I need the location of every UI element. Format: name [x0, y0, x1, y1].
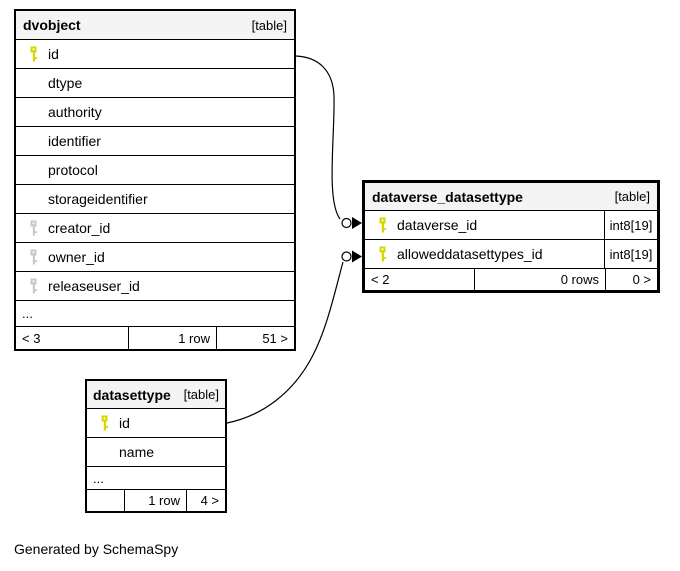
table-header: dvobject [table]: [16, 11, 294, 40]
column-row-releaseuser-id: releaseuser_id: [16, 272, 294, 301]
column-name: name: [119, 444, 155, 460]
more-columns-ellipsis: ...: [16, 301, 294, 327]
row-count: 1 row: [124, 490, 186, 511]
arrowhead-marker: [352, 217, 362, 229]
relationship-line-dvobject-id: [295, 55, 341, 220]
column-row-storageidentifier: storageidentifier: [16, 185, 294, 214]
foreign-key-icon: [29, 278, 39, 294]
column-row-identifier: identifier: [16, 127, 294, 156]
column-name: dtype: [48, 75, 83, 91]
primary-key-icon: [378, 217, 388, 233]
table-type-badge: [table]: [251, 17, 287, 33]
table-title[interactable]: dataverse_datasettype: [372, 188, 523, 205]
table-node-datasettype: datasettype [table] id name ... 1 row 4 …: [85, 379, 227, 513]
table-header: dataverse_datasettype [table]: [365, 183, 657, 211]
row-count: 1 row: [128, 327, 216, 349]
column-row-owner-id: owner_id: [16, 243, 294, 272]
table-type-badge: [table]: [183, 387, 219, 402]
column-row-alloweddatasettypes-id: alloweddatasettypes_id int8[19]: [365, 240, 657, 269]
table-type-badge: [table]: [614, 189, 650, 204]
parent-tables-count: [87, 490, 124, 511]
column-type: int8[19]: [604, 240, 657, 268]
foreign-key-icon: [29, 249, 39, 265]
table-title[interactable]: datasettype: [93, 386, 171, 403]
table-title[interactable]: dvobject: [23, 17, 81, 33]
child-tables-count: 4 >: [186, 490, 225, 511]
column-row-dataverse-id: dataverse_id int8[19]: [365, 211, 657, 240]
table-node-dvobject: dvobject [table] id dtype authority iden…: [14, 9, 296, 351]
column-row-creator-id: creator_id: [16, 214, 294, 243]
column-name: authority: [48, 104, 102, 120]
child-tables-count: 51 >: [216, 327, 294, 349]
zero-cardinality-marker: [341, 251, 352, 262]
primary-key-icon: [378, 246, 388, 262]
arrowhead-marker: [352, 250, 362, 263]
column-row-name: name: [87, 438, 225, 467]
foreign-key-icon: [29, 220, 39, 236]
column-name: releaseuser_id: [48, 278, 140, 294]
column-row-dtype: dtype: [16, 69, 294, 98]
column-name: storageidentifier: [48, 191, 148, 207]
parent-tables-count: < 3: [22, 330, 41, 346]
column-name: id: [48, 46, 59, 62]
column-name: alloweddatasettypes_id: [397, 246, 543, 262]
column-name: identifier: [48, 133, 101, 149]
column-name: dataverse_id: [397, 217, 478, 233]
column-name: protocol: [48, 162, 98, 178]
table-footer: < 2 0 rows 0 >: [365, 269, 657, 290]
generated-by-note: Generated by SchemaSpy: [14, 541, 179, 557]
table-node-dataverse-datasettype: dataverse_datasettype [table] dataverse_…: [362, 180, 660, 293]
column-row-protocol: protocol: [16, 156, 294, 185]
column-row-authority: authority: [16, 98, 294, 127]
child-tables-count: 0 >: [605, 269, 657, 290]
primary-key-icon: [29, 46, 39, 62]
table-header: datasettype [table]: [87, 381, 225, 409]
table-footer: < 3 1 row 51 >: [16, 327, 294, 349]
column-row-id: id: [16, 40, 294, 69]
column-name: owner_id: [48, 249, 105, 265]
column-name: id: [119, 415, 130, 431]
more-columns-ellipsis: ...: [87, 467, 225, 490]
column-type: int8[19]: [604, 211, 657, 239]
primary-key-icon: [100, 415, 110, 431]
table-footer: 1 row 4 >: [87, 490, 225, 511]
row-count: 0 rows: [474, 269, 605, 290]
column-name: creator_id: [48, 220, 111, 236]
parent-tables-count: < 2: [371, 272, 390, 287]
column-row-id: id: [87, 409, 225, 438]
zero-cardinality-marker: [341, 217, 352, 229]
